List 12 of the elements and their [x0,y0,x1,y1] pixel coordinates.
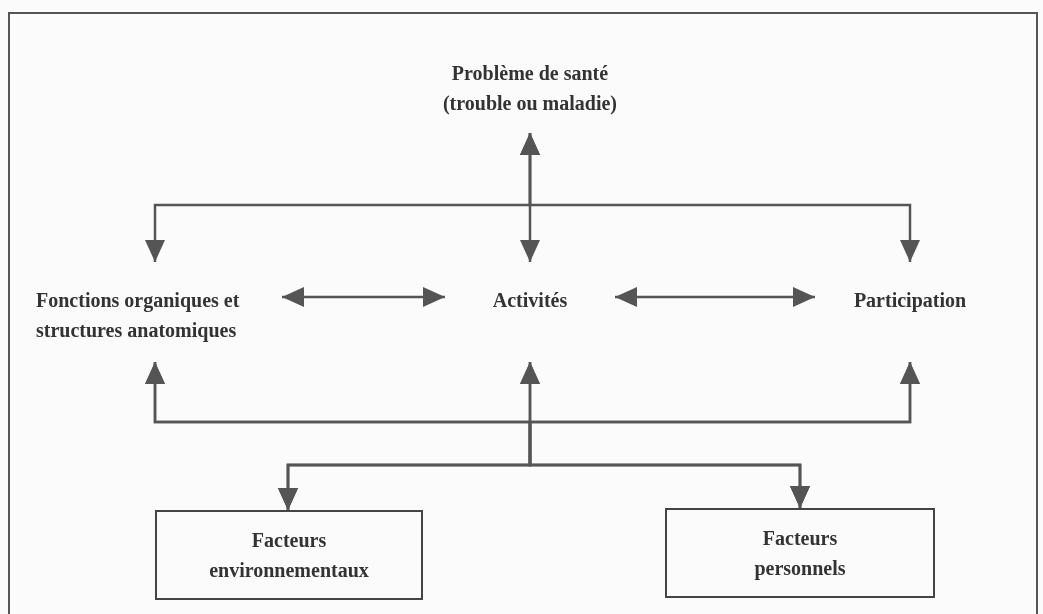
double-arrow [528,362,920,508]
factor-box [665,508,935,598]
factor-box [155,510,423,600]
node-label: Activités [492,288,568,313]
double-arrow [615,287,815,307]
node-label: Participation [853,288,967,314]
node-label: Facteurs personnels [753,526,847,582]
node-label: Facteurs environnementaux [208,528,370,583]
double-arrow [282,287,445,307]
node-label: Problème de santé (trouble ou maladie) [441,61,619,117]
node-label: Fonctions organiques et structures anatomiques [36,288,241,344]
double-arrow [520,133,920,262]
